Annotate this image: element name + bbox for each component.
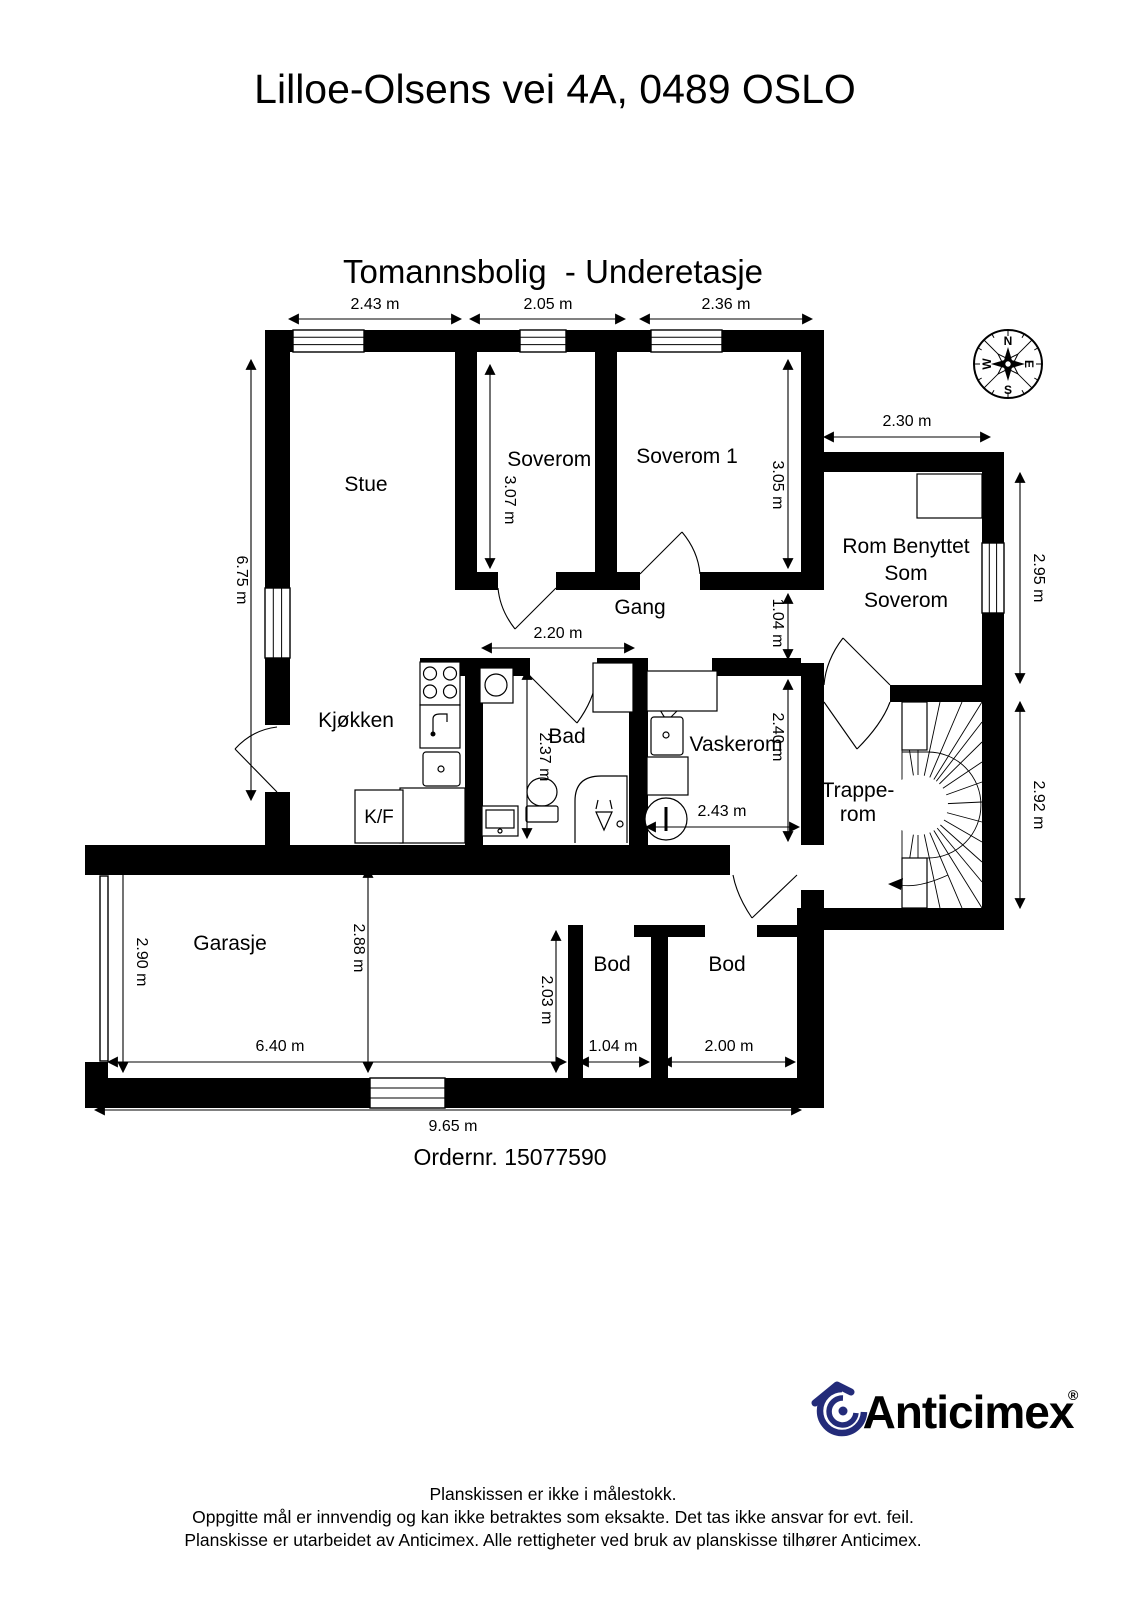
window-stue-top — [292, 329, 365, 353]
room-label-soverom1: Soverom 1 — [636, 445, 738, 468]
compass-west-label: W — [980, 358, 994, 370]
bathroom-fixtures — [479, 662, 634, 843]
fridge-freezer — [354, 789, 404, 844]
dim-total-width: 9.65 m — [429, 1118, 478, 1135]
laundry-sink — [650, 716, 684, 756]
footer-line2: Oppgitte mål er innvendig og kan ikke be… — [192, 1507, 914, 1527]
door-corridor — [732, 874, 798, 919]
compass-south-label: S — [1004, 383, 1012, 397]
laundry-counter — [646, 670, 718, 712]
toilet-tank — [525, 805, 559, 823]
toilet-bowl — [526, 777, 558, 807]
kitchen-sink — [422, 751, 461, 787]
room-label-kf: K/F — [364, 807, 394, 828]
dim-bod1-width: 1.04 m — [589, 1038, 638, 1055]
compass-rose-icon: N E S W — [973, 329, 1043, 399]
anticimex-swirl-icon — [811, 1381, 868, 1437]
dim-soverom1-height: 3.05 m — [769, 461, 786, 510]
dimension-lines: 2.43 m 2.05 m 2.36 m 2.30 m 6.75 m 3.07 … — [93, 296, 1047, 1135]
stove — [419, 661, 461, 706]
garage-door — [99, 875, 109, 1062]
window-soverom1-top — [650, 329, 723, 353]
dim-vask-width: 2.43 m — [698, 803, 747, 820]
dim-garage-left: 2.90 m — [133, 938, 150, 987]
door-stue-exterior — [234, 726, 278, 793]
anticimex-wordmark: Anticimex — [863, 1386, 1075, 1438]
staircase — [888, 701, 983, 909]
room-labels: Stue Soverom 2 Soverom 1 Rom Benyttet So… — [193, 445, 970, 976]
dim-wing-top: 2.30 m — [883, 413, 932, 430]
wing-wardrobe — [916, 473, 983, 519]
page-title: Lilloe-Olsens vei 4A, 0489 OSLO — [254, 66, 856, 112]
bathroom-cabinet — [481, 805, 519, 837]
dim-garage-mid: 2.88 m — [350, 924, 367, 973]
dim-wing-right-lower: 2.92 m — [1030, 781, 1047, 830]
order-number: Ordernr. 15077590 — [413, 1144, 606, 1170]
room-label-bod2: Bod — [708, 953, 745, 976]
room-label-bad: Bad — [548, 725, 585, 748]
dim-top3: 2.36 m — [702, 296, 751, 313]
room-label-garasje: Garasje — [193, 932, 267, 955]
window-bottom — [369, 1077, 446, 1109]
anticimex-logo: Anticimex ® — [811, 1381, 1079, 1438]
footer-line3: Planskisse er utarbeidet av Anticimex. A… — [184, 1530, 921, 1550]
door-wing-room — [823, 637, 891, 686]
door-soverom1 — [639, 531, 701, 575]
window-wing-right — [981, 542, 1005, 614]
room-label-vaskerom: Vaskerom — [690, 733, 783, 756]
dim-garage-width: 6.40 m — [256, 1038, 305, 1055]
dim-gang-width: 2.20 m — [534, 625, 583, 642]
room-label-trapperom-line2: rom — [840, 803, 876, 826]
dim-top2: 2.05 m — [524, 296, 573, 313]
laundry-cabinet — [646, 756, 689, 796]
room-label-kjokken: Kjøkken — [318, 709, 394, 732]
room-label-wing-line3: Soverom — [864, 589, 948, 612]
kitchen-counter — [419, 704, 461, 749]
bathroom-closet — [592, 662, 634, 713]
footer-disclaimer: Planskissen er ikke i målestokk. Oppgitt… — [184, 1484, 921, 1550]
compass-north-label: N — [1004, 334, 1013, 348]
registered-trademark: ® — [1068, 1387, 1079, 1403]
walls — [85, 330, 1004, 1108]
dim-left-height: 6.75 m — [233, 556, 250, 605]
shower-drain-icon — [595, 811, 613, 832]
door-trapperom — [823, 701, 891, 750]
dim-bod1-height: 2.03 m — [538, 976, 555, 1025]
stair-direction-arrow — [888, 878, 903, 890]
dim-bod2-width: 2.00 m — [705, 1038, 754, 1055]
room-label-trapperom-line1: Trappe- — [822, 779, 895, 802]
room-label-soverom2: Soverom 2 — [507, 448, 609, 471]
dim-wing-right-upper: 2.95 m — [1030, 554, 1047, 603]
door-bad — [529, 675, 598, 724]
room-label-stue: Stue — [344, 473, 387, 496]
footer-line1: Planskissen er ikke i målestokk. — [429, 1484, 676, 1504]
door-soverom2 — [497, 587, 557, 630]
dim-soverom2-height: 3.07 m — [501, 476, 518, 525]
window-soverom2-top — [519, 329, 567, 353]
room-label-wing-line1: Rom Benyttet — [842, 535, 969, 558]
dim-vask-height: 2.40 m — [769, 713, 786, 762]
windows — [99, 329, 1005, 1109]
window-stue-left — [264, 587, 291, 659]
room-label-bod1: Bod — [593, 953, 630, 976]
shower — [574, 775, 628, 843]
room-label-gang: Gang — [614, 596, 665, 619]
laundry-fixtures — [644, 670, 718, 841]
faucet-icon — [432, 713, 448, 733]
plan-subtitle: Tomannsbolig - Underetasje — [343, 253, 763, 290]
dim-bad-height: 2.37 m — [536, 733, 553, 782]
kitchen-fixtures — [354, 661, 466, 844]
compass-east-label: E — [1022, 360, 1036, 368]
room-label-wing-line2: Som — [884, 562, 927, 585]
dim-gang-height: 1.04 m — [769, 599, 786, 648]
dim-top1: 2.43 m — [351, 296, 400, 313]
kitchen-counter-bottom — [399, 787, 466, 844]
